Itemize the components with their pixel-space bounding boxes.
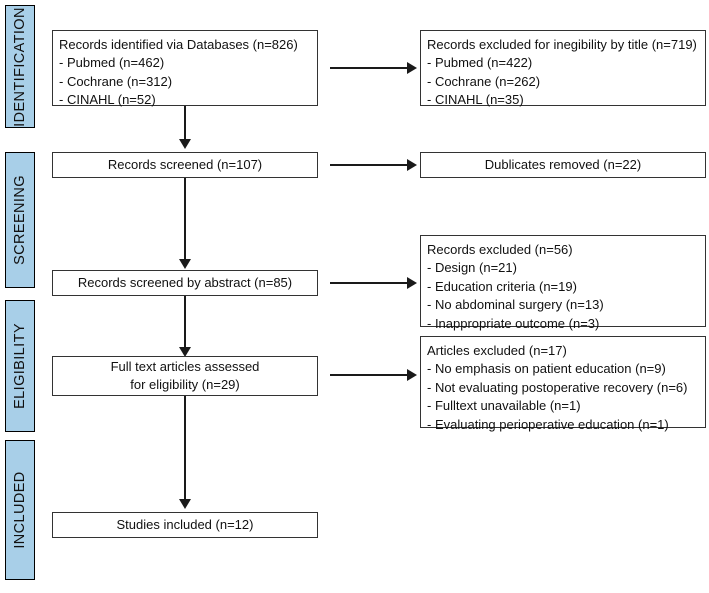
box-excluded-by-title-line-4: - CINAHL (n=35) [427,92,524,108]
stage-label-included: INCLUDED [12,471,28,549]
stage-bar-identification: IDENTIFICATION [5,5,35,128]
box-fulltext-assessed-line-1: Full text articles assessed [110,358,260,374]
box-records-excluded-line-2: - Design (n=21) [427,260,517,276]
stage-bar-included: INCLUDED [5,440,35,580]
box-articles-excluded-line-2: - No emphasis on patient education (n=9) [427,361,666,377]
box-records-identified-line-2: - Pubmed (n=462) [59,55,165,71]
box-articles-excluded-line-1: Articles excluded (n=17) [427,343,567,358]
box-records-excluded-line-5: - Inappropriate outcome (n=3) [427,315,600,331]
connector-identified-to-screened [179,106,191,149]
arrowhead-down-icon [179,347,191,357]
connector-fulltext-to-articles-excluded [330,369,417,381]
connector-abstract-to-fulltext [179,296,191,357]
box-records-excluded-line-4: - No abdominal surgery (n=13) [427,297,604,313]
box-studies-included-line-1: Studies included (n=12) [116,516,254,532]
box-articles-excluded-line-4: - Fulltext unavailable (n=1) [427,398,581,414]
box-records-screened-abstract: Records screened by abstract (n=85) [52,270,318,296]
box-articles-excluded-line-5: - Evaluating perioperative education (n=… [427,416,669,432]
arrowhead-down-icon [179,259,191,269]
arrowhead-right-icon [407,159,417,171]
stage-label-identification: IDENTIFICATION [12,6,28,127]
box-records-identified-line-3: - Cochrane (n=312) [59,73,173,89]
box-excluded-by-title-line-2: - Pubmed (n=422) [427,55,533,71]
arrowhead-down-icon [179,139,191,149]
connector-screened-to-duplicates [330,159,417,171]
box-records-screened-abstract-line-1: Records screened by abstract (n=85) [77,274,293,290]
box-records-identified-line-4: - CINAHL (n=52) [59,92,156,108]
arrowhead-down-icon [179,499,191,509]
box-records-excluded: Records excluded (n=56) - Design (n=21) … [420,235,706,331]
box-excluded-by-title-line-1: Records excluded for inegibility by titl… [427,37,697,52]
box-records-identified: Records identified via Databases (n=826)… [52,30,318,108]
stage-label-eligibility: ELIGIBILITY [12,323,28,409]
connector-abstract-to-records-excluded [330,277,417,289]
box-records-screened-line-1: Records screened (n=107) [107,156,263,172]
box-fulltext-assessed-line-2: for eligibility (n=29) [130,377,240,392]
connector-fulltext-to-included [179,396,191,509]
connector-screened-to-abstract [179,178,191,269]
box-records-excluded-line-1: Records excluded (n=56) [427,242,573,257]
box-excluded-by-title: Records excluded for inegibility by titl… [420,30,706,108]
box-duplicates-removed-line-1: Dublicates removed (n=22) [484,156,642,172]
box-articles-excluded: Articles excluded (n=17) - No emphasis o… [420,336,706,432]
stage-bar-screening: SCREENING [5,152,35,288]
box-records-identified-line-1: Records identified via Databases (n=826) [59,37,298,52]
arrowhead-right-icon [407,277,417,289]
stage-bar-eligibility: ELIGIBILITY [5,300,35,432]
box-articles-excluded-line-3: - Not evaluating postoperative recovery … [427,379,688,395]
box-records-screened: Records screened (n=107) [52,152,318,178]
stage-label-screening: SCREENING [12,175,28,265]
box-duplicates-removed: Dublicates removed (n=22) [420,152,706,178]
arrowhead-right-icon [407,369,417,381]
box-records-excluded-line-3: - Education criteria (n=19) [427,278,577,294]
connector-identified-to-excluded-title [330,62,417,74]
arrowhead-right-icon [407,62,417,74]
box-fulltext-assessed: Full text articles assessed for eligibil… [52,356,318,396]
box-excluded-by-title-line-3: - Cochrane (n=262) [427,73,541,89]
box-studies-included: Studies included (n=12) [52,512,318,538]
